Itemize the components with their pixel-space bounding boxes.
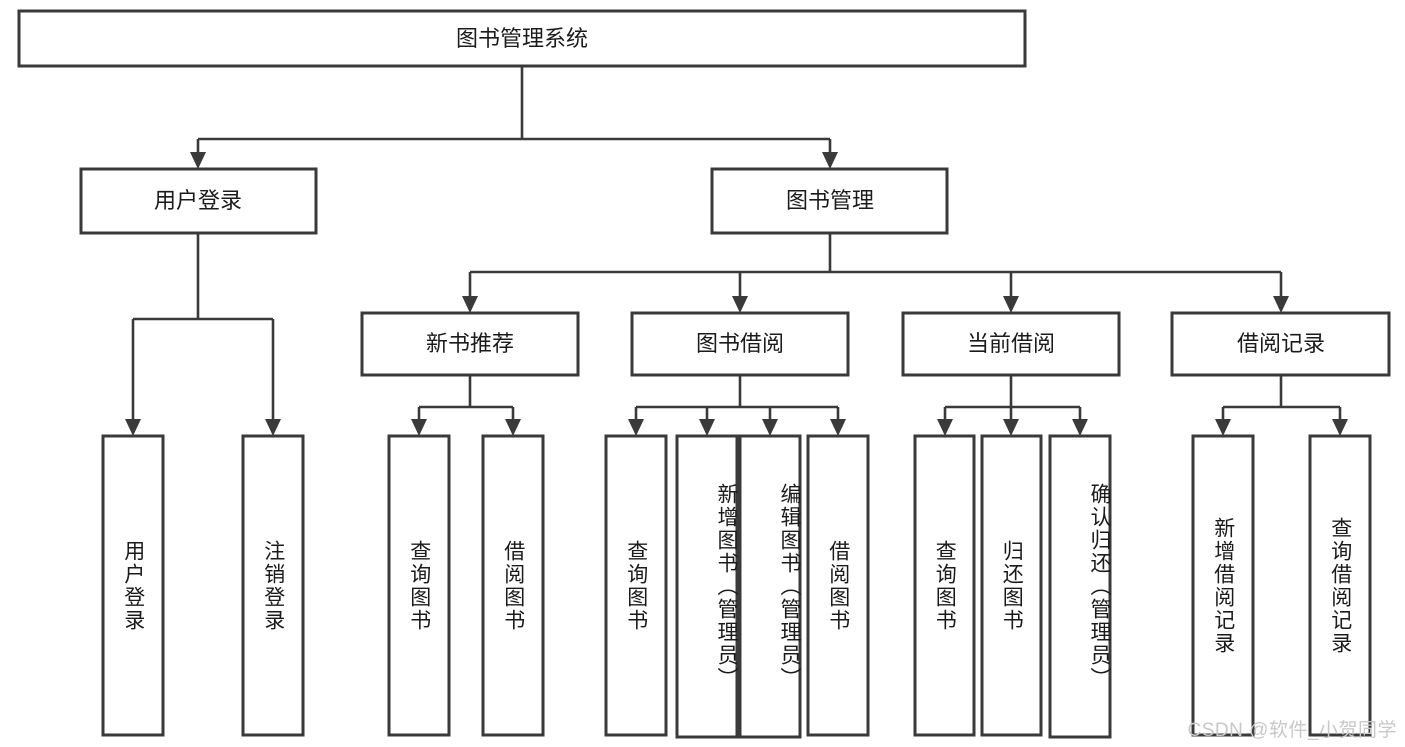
- node-level3-borrow-records-label: 借阅记录: [1237, 331, 1325, 356]
- node-leaf-borrow-book-1[interactable]: [481, 434, 545, 737]
- arrow-head-current-l1: [937, 419, 953, 436]
- node-level3-new-book-recommend[interactable]: [360, 311, 580, 377]
- node-leaf-user-login[interactable]: [101, 434, 165, 737]
- arrow-head-root-to-book: [822, 152, 838, 169]
- node-level3-current-borrow-label: 当前借阅: [967, 331, 1055, 356]
- connector-group-current: [937, 375, 1088, 436]
- arrow-head-root-to-user: [190, 152, 206, 169]
- arrow-head-records-l1: [1215, 419, 1231, 436]
- arrow-head-book-l3c: [1003, 296, 1019, 313]
- node-level3-current-borrow[interactable]: [901, 311, 1121, 377]
- node-level2-book-management[interactable]: [710, 167, 949, 235]
- arrow-head-book-l3b: [732, 296, 748, 313]
- connector-group-root: [190, 66, 838, 169]
- node-level2-book-management-label: 图书管理: [786, 188, 874, 213]
- node-leaf-return-book[interactable]: [980, 434, 1043, 737]
- node-root[interactable]: [17, 9, 1027, 68]
- node-root-label: 图书管理系统: [456, 26, 588, 51]
- node-leaf-add-book-admin[interactable]: [675, 434, 739, 739]
- arrow-head-borrow-l1: [628, 419, 644, 436]
- node-leaf-confirm-return-admin[interactable]: [1048, 434, 1112, 739]
- node-level3-borrow-records[interactable]: [1170, 311, 1391, 377]
- node-leaf-query-book-1[interactable]: [387, 434, 451, 737]
- node-level3-new-book-recommend-label: 新书推荐: [426, 331, 514, 356]
- node-leaf-borrow-book-2[interactable]: [806, 434, 870, 737]
- arrow-head-borrow-l3: [762, 419, 778, 436]
- node-leaf-edit-book-admin[interactable]: [738, 434, 802, 739]
- arrow-head-book-l3a: [462, 296, 478, 313]
- node-leaf-query-borrow-record[interactable]: [1308, 434, 1372, 737]
- node-level3-book-borrow[interactable]: [630, 311, 850, 377]
- arrow-head-book-l3d: [1273, 296, 1289, 313]
- arrow-head-borrow-l2: [699, 419, 715, 436]
- connector-group-user-login: [125, 233, 281, 436]
- arrow-head-user-leaf1: [125, 419, 141, 436]
- connector-group-borrow: [628, 375, 846, 436]
- connector-group-new-book: [411, 375, 521, 436]
- node-leaf-add-borrow-record[interactable]: [1191, 434, 1255, 737]
- arrow-head-current-l2: [1003, 419, 1019, 436]
- node-level2-user-login[interactable]: [79, 167, 318, 235]
- arrow-head-borrow-l4: [830, 419, 846, 436]
- arrow-head-user-leaf2: [265, 419, 281, 436]
- node-leaf-query-book-2[interactable]: [604, 434, 668, 737]
- arrow-head-newbook-l2: [505, 419, 521, 436]
- node-leaf-query-book-3[interactable]: [913, 434, 976, 737]
- watermark-text: CSDN @软件_小贺同学: [1187, 720, 1397, 741]
- arrow-head-records-l2: [1332, 419, 1348, 436]
- node-level3-book-borrow-label: 图书借阅: [696, 331, 784, 356]
- node-level2-user-login-label: 用户登录: [154, 188, 242, 213]
- connector-group-records: [1215, 375, 1348, 436]
- connector-group-book-mgmt: [462, 233, 1289, 313]
- arrow-head-current-l3: [1072, 419, 1088, 436]
- arrow-head-newbook-l1: [411, 419, 427, 436]
- node-leaf-logout[interactable]: [241, 434, 305, 737]
